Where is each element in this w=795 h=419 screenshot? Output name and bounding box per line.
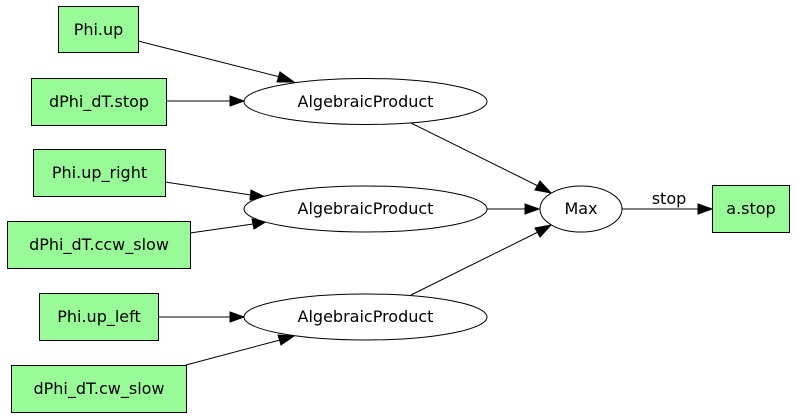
node-dphi-dt-stop-box (31, 78, 167, 126)
node-phi-up-right-label: Phi.up_right (52, 163, 147, 183)
edge-product-1-to-max (410, 122, 539, 187)
node-phi-up[interactable]: Phi.up (58, 6, 139, 53)
edge-product-3-to-max (410, 231, 539, 296)
node-max[interactable]: Max (539, 185, 623, 233)
node-algebraic-product-3-ellipse (243, 293, 488, 341)
node-algebraic-product-2-label: AlgebraicProduct (298, 199, 434, 218)
node-phi-up-left-label: Phi.up_left (57, 307, 141, 327)
node-algebraic-product-1-ellipse (243, 78, 488, 125)
node-algebraic-product-1-label: AlgebraicProduct (298, 92, 434, 111)
input-nodes: Phi.up dPhi_dT.stop Phi.up_right dPhi_dT… (7, 6, 191, 413)
edge-phi-up-right-to-product-2 (164, 181, 252, 196)
edge-dphi-dt-cw-slow-to-product-3 (185, 339, 281, 366)
node-dphi-dt-ccw-slow-label: dPhi_dT.ccw_slow (29, 235, 169, 255)
node-a-stop-label: a.stop (726, 199, 775, 218)
node-max-label: Max (564, 199, 597, 218)
node-algebraic-product-3-label: AlgebraicProduct (298, 307, 434, 326)
output-nodes: a.stop (712, 185, 790, 233)
edge-label-stop: stop (652, 189, 687, 208)
node-dphi-dt-stop[interactable]: dPhi_dT.stop (31, 78, 167, 126)
node-dphi-dt-ccw-slow[interactable]: dPhi_dT.ccw_slow (7, 221, 191, 269)
edge-phi-up-to-product-1-arrow (276, 71, 296, 83)
node-algebraic-product-2[interactable]: AlgebraicProduct (243, 185, 488, 233)
node-phi-up-box (58, 6, 139, 53)
node-phi-up-label: Phi.up (74, 20, 124, 39)
edge-phi-up-left-to-product-3-arrow (229, 311, 246, 323)
node-dphi-dt-stop-label: dPhi_dT.stop (49, 92, 149, 112)
edge-product-2-to-max-arrow (524, 203, 541, 215)
operator-nodes: AlgebraicProduct AlgebraicProduct Algebr… (243, 78, 623, 341)
node-algebraic-product-1[interactable]: AlgebraicProduct (243, 78, 488, 125)
edge-phi-up-to-product-1 (137, 40, 281, 78)
node-a-stop-box (712, 185, 790, 233)
node-dphi-dt-cw-slow[interactable]: dPhi_dT.cw_slow (11, 365, 187, 413)
edge-dphi-dt-stop-to-product-1-arrow (229, 95, 246, 107)
edge-dphi-dt-ccw-slow-to-product-2 (189, 223, 254, 234)
edge-max-to-a-stop-arrow (697, 203, 714, 215)
node-algebraic-product-3[interactable]: AlgebraicProduct (243, 293, 488, 341)
node-phi-up-right-box (33, 149, 166, 197)
node-phi-up-right[interactable]: Phi.up_right (33, 149, 166, 197)
node-a-stop[interactable]: a.stop (712, 185, 790, 233)
edge-product-3-to-max-arrow (534, 224, 553, 238)
node-dphi-dt-cw-slow-label: dPhi_dT.cw_slow (33, 379, 164, 399)
edge-product-1-to-max-arrow (534, 180, 553, 194)
node-max-ellipse (539, 185, 623, 233)
diagram-edges: stop (137, 40, 714, 366)
node-phi-up-left[interactable]: Phi.up_left (39, 293, 159, 341)
node-dphi-dt-ccw-slow-box (7, 221, 191, 269)
node-dphi-dt-cw-slow-box (11, 365, 187, 413)
node-phi-up-left-box (39, 293, 159, 341)
edge-dphi-dt-cw-slow-to-product-3-arrow (277, 334, 296, 346)
node-algebraic-product-2-ellipse (243, 185, 488, 233)
